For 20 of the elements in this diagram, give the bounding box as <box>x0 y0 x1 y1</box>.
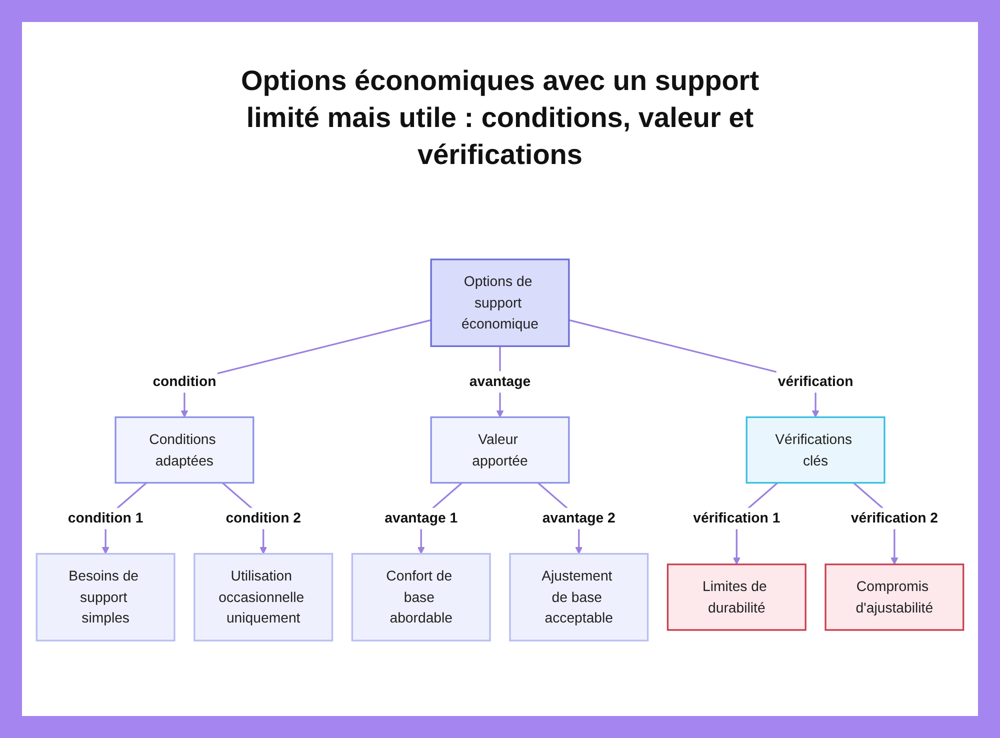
node-box: Options de support économique <box>430 258 570 348</box>
node-box: Conditions adaptées <box>114 416 254 484</box>
node-box: Valeur apportée <box>430 416 570 484</box>
edge-label: vérification <box>778 374 854 390</box>
edge-label: condition 2 <box>226 510 301 526</box>
node-box: Limites de durabilité <box>666 564 806 631</box>
node-box: Ajustement de base acceptable <box>509 552 649 642</box>
node-box: Besoins de support simples <box>36 552 176 642</box>
node-box: Utilisation occasionnelle uniquement <box>194 552 334 642</box>
edge-label: condition 1 <box>68 510 144 526</box>
node-box: Compromis d'ajustabilité <box>824 564 964 631</box>
node-box: Confort de base abordable <box>351 552 491 642</box>
edge-label: avantage 2 <box>542 510 616 526</box>
diagram-title: Options économiques avec un support limité mais utile : conditions, valeur et vérifications <box>240 64 760 172</box>
node-box: Vérifications clés <box>746 416 886 484</box>
edge-label: avantage 1 <box>384 510 458 526</box>
edge-label: condition <box>152 374 216 390</box>
edge-label: vérification 2 <box>850 510 938 526</box>
edge-label: avantage <box>469 374 531 390</box>
edge-label: vérification 1 <box>693 510 780 526</box>
